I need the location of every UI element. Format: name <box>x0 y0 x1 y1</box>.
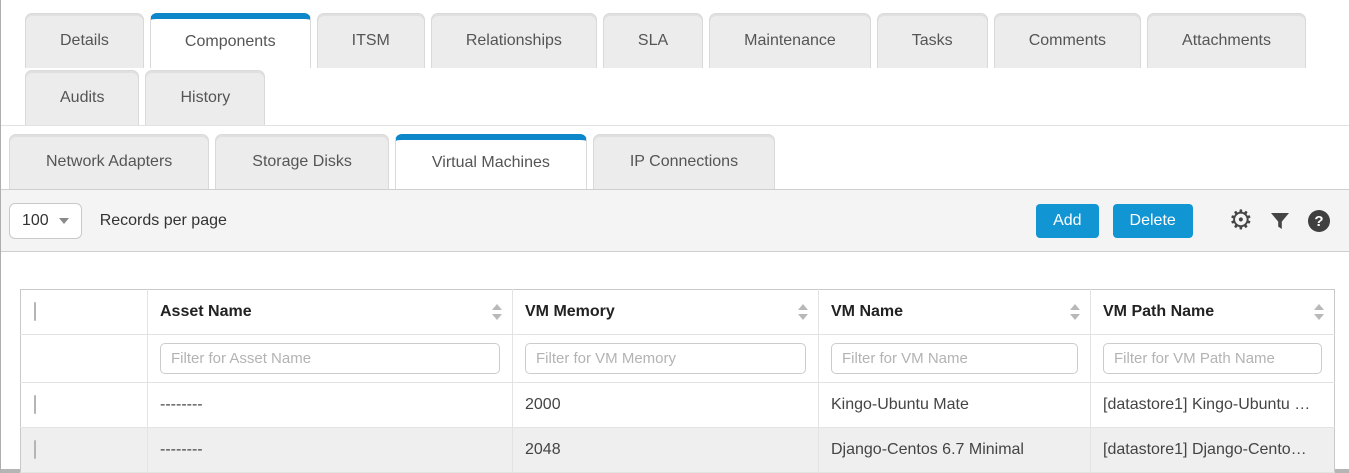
tab-details[interactable]: Details <box>25 13 144 68</box>
filter-funnel-icon[interactable] <box>1269 210 1291 232</box>
tab-components[interactable]: Components <box>149 13 311 68</box>
table-toolbar: 100 Records per page Add Delete ⚙ ? <box>1 189 1349 252</box>
tab-relationships[interactable]: Relationships <box>430 13 597 68</box>
column-header-asset-name[interactable]: Asset Name <box>147 289 513 335</box>
tab-sla[interactable]: SLA <box>602 13 704 68</box>
column-header-label: VM Name <box>831 303 904 320</box>
filter-vm-path-name-input[interactable] <box>1103 343 1322 374</box>
tab-itsm[interactable]: ITSM <box>316 13 425 68</box>
row-checkbox[interactable] <box>34 395 36 414</box>
column-header-label: Asset Name <box>160 303 252 320</box>
tab-audits[interactable]: Audits <box>25 70 140 125</box>
filter-empty-cell <box>20 334 148 383</box>
table-row[interactable]: -------- 2048 Django-Centos 6.7 Minimal … <box>20 427 1335 473</box>
sort-icon[interactable] <box>1070 304 1080 320</box>
tab-history[interactable]: History <box>145 70 266 125</box>
tab-tasks[interactable]: Tasks <box>876 13 988 68</box>
cell-vm-name: Kingo-Ubuntu Mate <box>818 382 1091 428</box>
cell-asset-name: -------- <box>147 427 513 473</box>
records-per-page-select[interactable]: 100 <box>9 202 82 239</box>
gear-icon[interactable]: ⚙ <box>1228 205 1253 235</box>
filter-vm-name-input[interactable] <box>831 343 1078 374</box>
select-all-checkbox[interactable] <box>34 302 36 321</box>
subtab-ip-connections[interactable]: IP Connections <box>592 134 776 189</box>
row-checkbox[interactable] <box>34 440 36 459</box>
column-header-label: VM Path Name <box>1103 303 1215 320</box>
sort-icon[interactable] <box>1314 304 1324 320</box>
filter-vm-memory-input[interactable] <box>525 343 806 374</box>
tab-attachments[interactable]: Attachments <box>1147 13 1306 68</box>
select-all-cell <box>20 289 148 335</box>
chevron-down-icon <box>58 217 69 224</box>
cell-vm-path-name: [datastore1] Kingo-Ubuntu … <box>1090 382 1335 428</box>
main-tab-row-2: Audits History <box>25 70 1349 125</box>
virtual-machines-table: Asset Name VM Memory VM Name VM Path Nam… <box>20 289 1335 473</box>
column-header-label: VM Memory <box>525 303 615 320</box>
records-per-page-label: Records per page <box>99 211 227 229</box>
table-header-row: Asset Name VM Memory VM Name VM Path Nam… <box>20 289 1335 335</box>
help-icon[interactable]: ? <box>1307 209 1331 233</box>
column-header-vm-name[interactable]: VM Name <box>818 289 1091 335</box>
delete-button[interactable]: Delete <box>1112 203 1193 238</box>
filter-row <box>20 334 1335 383</box>
column-header-vm-memory[interactable]: VM Memory <box>512 289 819 335</box>
subtab-network-adapters[interactable]: Network Adapters <box>9 134 210 189</box>
svg-text:?: ? <box>1314 213 1323 230</box>
filter-asset-name-input[interactable] <box>160 343 500 374</box>
column-header-vm-path-name[interactable]: VM Path Name <box>1090 289 1335 335</box>
cell-vm-path-name: [datastore1] Django-Cento… <box>1090 427 1335 473</box>
toolbar-icon-group: ⚙ ? <box>1229 207 1331 234</box>
add-button[interactable]: Add <box>1036 203 1099 238</box>
sort-icon[interactable] <box>798 304 808 320</box>
cell-vm-name: Django-Centos 6.7 Minimal <box>818 427 1091 473</box>
subtab-virtual-machines[interactable]: Virtual Machines <box>394 134 587 189</box>
main-tab-bar: Details Components ITSM Relationships SL… <box>1 0 1349 126</box>
tab-maintenance[interactable]: Maintenance <box>709 13 871 68</box>
component-sub-tab-bar: Network Adapters Storage Disks Virtual M… <box>1 126 1349 189</box>
cell-vm-memory: 2000 <box>512 382 819 428</box>
table-row[interactable]: -------- 2000 Kingo-Ubuntu Mate [datasto… <box>20 382 1335 428</box>
cell-vm-memory: 2048 <box>512 427 819 473</box>
records-per-page-value: 100 <box>22 211 49 229</box>
sort-icon[interactable] <box>492 304 502 320</box>
main-tab-row-1: Details Components ITSM Relationships SL… <box>25 13 1349 68</box>
subtab-storage-disks[interactable]: Storage Disks <box>215 134 389 189</box>
tab-comments[interactable]: Comments <box>993 13 1142 68</box>
cell-asset-name: -------- <box>147 382 513 428</box>
